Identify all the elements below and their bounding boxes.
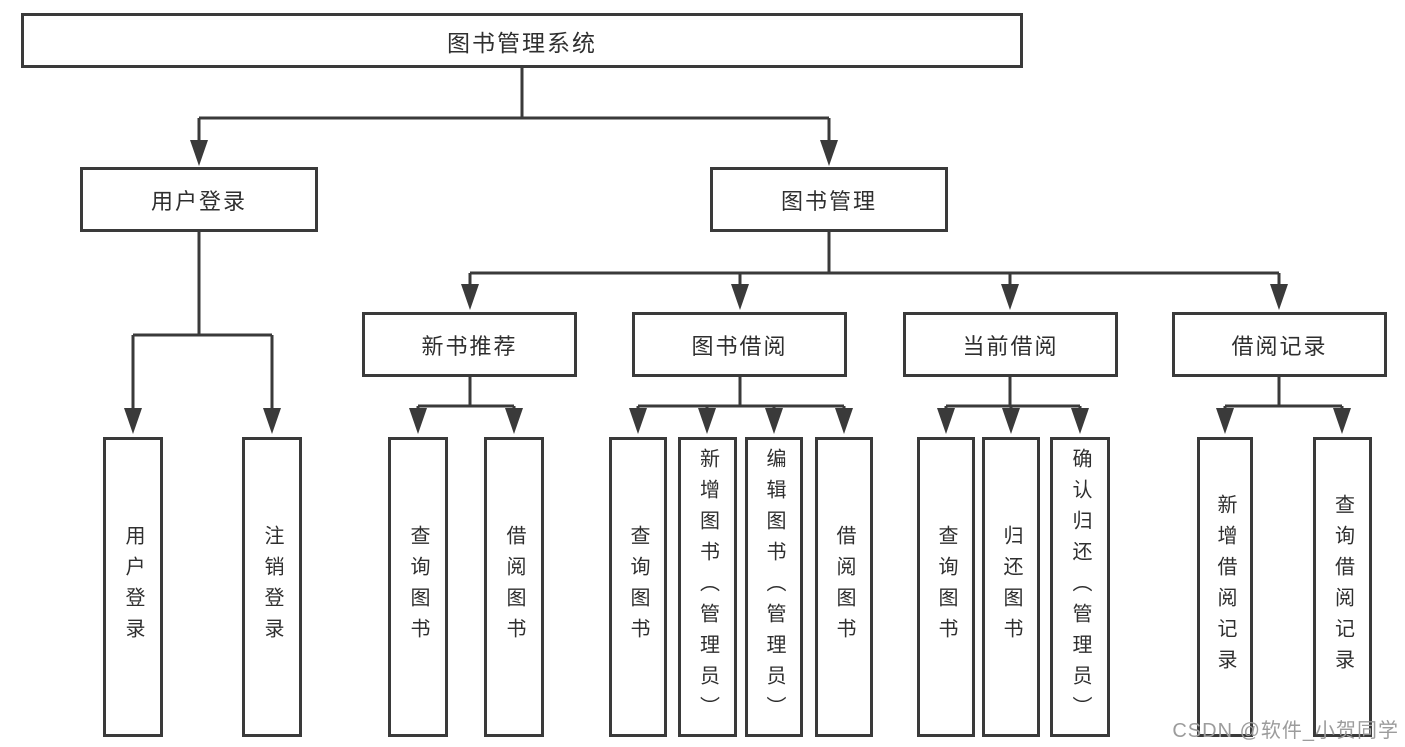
node-user-login-label: 用户登录: [150, 188, 247, 214]
leaf-bb-add-books-label: 新增图书（管理员）: [696, 447, 719, 727]
leaf-br-query-record-label: 查询借阅记录: [1331, 494, 1354, 680]
leaf-nbr-borrow-books-label: 借阅图书: [503, 525, 525, 649]
node-current-borrow-label: 当前借阅: [962, 333, 1059, 359]
leaf-nbr-borrow-books: 借阅图书: [484, 437, 544, 737]
node-user-login: 用户登录: [80, 167, 318, 232]
leaf-bb-query-books-label: 查询图书: [627, 525, 649, 649]
leaf-bb-edit-books-label: 编辑图书（管理员）: [763, 447, 785, 727]
leaf-user-login: 用户登录: [103, 437, 163, 737]
leaf-bb-edit-books: 编辑图书（管理员）: [745, 437, 803, 737]
leaf-cb-return-books: 归还图书: [982, 437, 1040, 737]
leaf-nbr-query-books-label: 查询图书: [407, 525, 429, 649]
leaf-cb-confirm-return: 确认归还（管理员）: [1050, 437, 1110, 737]
csdn-watermark: CSDN @软件_小贺同学: [1172, 720, 1399, 742]
node-book-borrow: 图书借阅: [632, 312, 847, 377]
leaf-cb-query-books: 查询图书: [917, 437, 975, 737]
leaf-bb-add-books: 新增图书（管理员）: [678, 437, 737, 737]
node-book-management: 图书管理: [710, 167, 948, 232]
node-root: 图书管理系统: [21, 13, 1023, 68]
leaf-br-query-record: 查询借阅记录: [1313, 437, 1372, 737]
leaf-cb-return-books-label: 归还图书: [1000, 525, 1022, 649]
node-root-label: 图书管理系统: [447, 29, 597, 56]
leaf-bb-borrow-books: 借阅图书: [815, 437, 873, 737]
node-book-borrow-label: 图书借阅: [691, 333, 788, 359]
leaf-br-add-record: 新增借阅记录: [1197, 437, 1253, 737]
leaf-bb-borrow-books-label: 借阅图书: [833, 525, 855, 649]
leaf-user-login-label: 用户登录: [122, 525, 144, 649]
leaf-logout: 注销登录: [242, 437, 302, 737]
leaf-logout-label: 注销登录: [261, 525, 283, 649]
node-borrow-record-label: 借阅记录: [1231, 333, 1328, 359]
node-current-borrow: 当前借阅: [903, 312, 1118, 377]
leaf-cb-confirm-return-label: 确认归还（管理员）: [1069, 447, 1091, 727]
leaf-nbr-query-books: 查询图书: [388, 437, 448, 737]
leaf-bb-query-books: 查询图书: [609, 437, 667, 737]
arrowhead-icons: [124, 140, 1351, 434]
node-borrow-record: 借阅记录: [1172, 312, 1387, 377]
leaf-cb-query-books-label: 查询图书: [935, 525, 957, 649]
node-new-book-recommend: 新书推荐: [362, 312, 577, 377]
node-new-book-recommend-label: 新书推荐: [421, 333, 518, 359]
node-book-management-label: 图书管理: [780, 188, 877, 214]
leaf-br-add-record-label: 新增借阅记录: [1214, 494, 1236, 680]
